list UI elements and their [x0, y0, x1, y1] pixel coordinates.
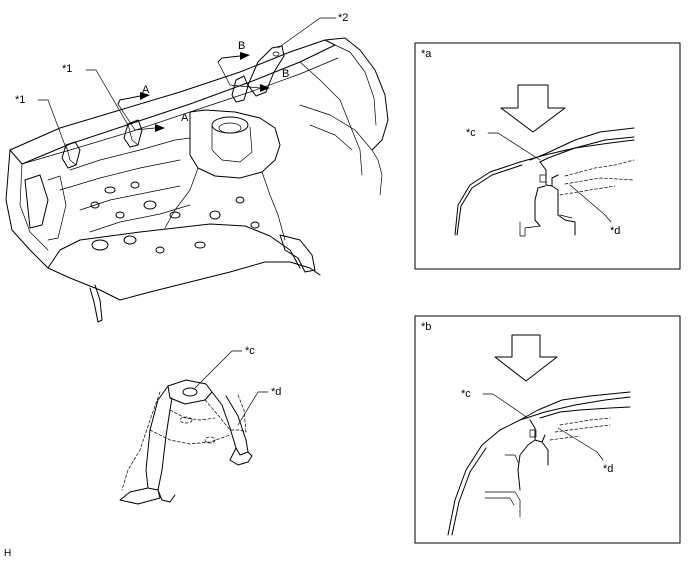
panel-a-label-d: *d [610, 225, 620, 237]
hood-hinge-bracket-left [61, 141, 81, 169]
detail-panel-a [414, 42, 681, 270]
view-arrows [117, 52, 270, 132]
vehicle-body-illustration [5, 37, 389, 323]
illustration-code: H [4, 548, 11, 559]
detail-panel-b [414, 315, 681, 544]
bracket-detail-illustration [119, 350, 269, 505]
bracket-label-d: *d [271, 386, 281, 398]
callout-leaders [37, 17, 337, 149]
callout-star1-left: *1 [15, 94, 25, 106]
hood-hinge-bracket-center [123, 119, 143, 148]
view-label-a2: A [181, 112, 189, 124]
bracket-label-c: *c [245, 345, 255, 357]
hood-bracket-star2 [231, 45, 285, 103]
view-label-b2: B [282, 68, 289, 80]
panel-b-label-c: *c [461, 388, 471, 400]
panel-b-title: *b [421, 321, 431, 333]
panel-b-label-d: *d [603, 463, 613, 475]
panel-a-title: *a [421, 48, 432, 60]
view-label-b1: B [238, 40, 245, 52]
callout-star1-top: *1 [62, 63, 72, 75]
panel-a-label-c: *c [466, 127, 476, 139]
view-label-a1: A [142, 84, 150, 96]
callout-star2: *2 [338, 12, 348, 24]
